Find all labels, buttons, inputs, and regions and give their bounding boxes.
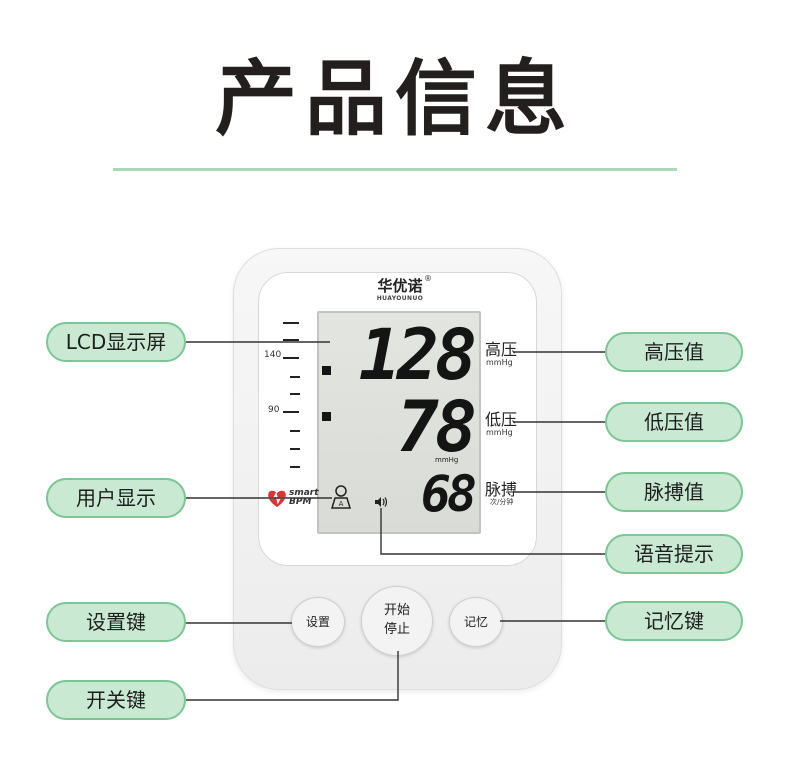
lcd-screen [317, 311, 481, 534]
pulse-unit: 次/分钟 [490, 498, 514, 506]
title-divider [113, 168, 677, 171]
stop-label: 停止 [383, 622, 410, 637]
diastolic-reading: 78 [396, 386, 477, 468]
page-title: 产品信息 [214, 52, 575, 147]
lcd-unit-label: mmHg [435, 456, 459, 464]
scale-tick [290, 466, 300, 468]
pulse-label: 脉搏 [485, 480, 518, 499]
low-pressure-unit: mmHg [486, 428, 513, 437]
callout-pulse-value: 脉搏值 [605, 472, 743, 512]
scale-tick [283, 357, 299, 359]
scale-label-140: 140 [264, 350, 282, 360]
callout-high-value: 高压值 [605, 332, 743, 372]
start-label: 开始 [383, 603, 410, 618]
registered-mark: ® [424, 274, 432, 283]
pulse-reading: 68 [420, 465, 477, 523]
callout-low-value: 低压值 [605, 402, 743, 442]
lcd-indicator-block [322, 366, 331, 375]
svg-text:A: A [339, 500, 344, 508]
brand-name-en: HUAYOUNUO [376, 295, 424, 302]
scale-tick [290, 430, 300, 432]
scale-label-90: 90 [268, 405, 280, 415]
scale-tick [283, 322, 299, 324]
scale-tick [290, 448, 300, 450]
start-stop-button[interactable]: 开始 停止 [361, 586, 433, 656]
scale-tick [283, 411, 299, 413]
callout-power-key: 开关键 [46, 680, 186, 720]
callout-memory-key: 记忆键 [605, 601, 743, 641]
high-pressure-unit: mmHg [486, 358, 513, 367]
callout-lcd-display: LCD显示屏 [46, 322, 186, 362]
smart-label: smart [289, 488, 319, 498]
high-pressure-label: 高压 [485, 340, 518, 359]
user-icon: A [330, 485, 352, 509]
systolic-reading: 128 [358, 314, 477, 396]
speaker-icon [375, 497, 388, 507]
scale-tick [290, 376, 300, 378]
scale-tick [283, 339, 299, 341]
memory-button-label: 记忆 [463, 615, 488, 629]
brand-logo: 华优诺 HUAYOUNUO [365, 277, 435, 303]
settings-button-label: 设置 [305, 615, 330, 629]
memory-button[interactable]: 记忆 [449, 597, 503, 647]
settings-button[interactable]: 设置 [291, 597, 345, 647]
smart-bpm-logo: smart BPM [289, 489, 319, 507]
lcd-indicator-block [322, 412, 331, 421]
callout-user-display: 用户显示 [46, 478, 186, 518]
callout-voice-prompt: 语音提示 [605, 534, 743, 574]
bpm-label: BPM [289, 497, 312, 507]
scale-tick [290, 393, 300, 395]
brand-name-cn: 华优诺 [377, 277, 423, 295]
low-pressure-label: 低压 [485, 410, 518, 429]
callout-settings-key: 设置键 [46, 602, 186, 642]
